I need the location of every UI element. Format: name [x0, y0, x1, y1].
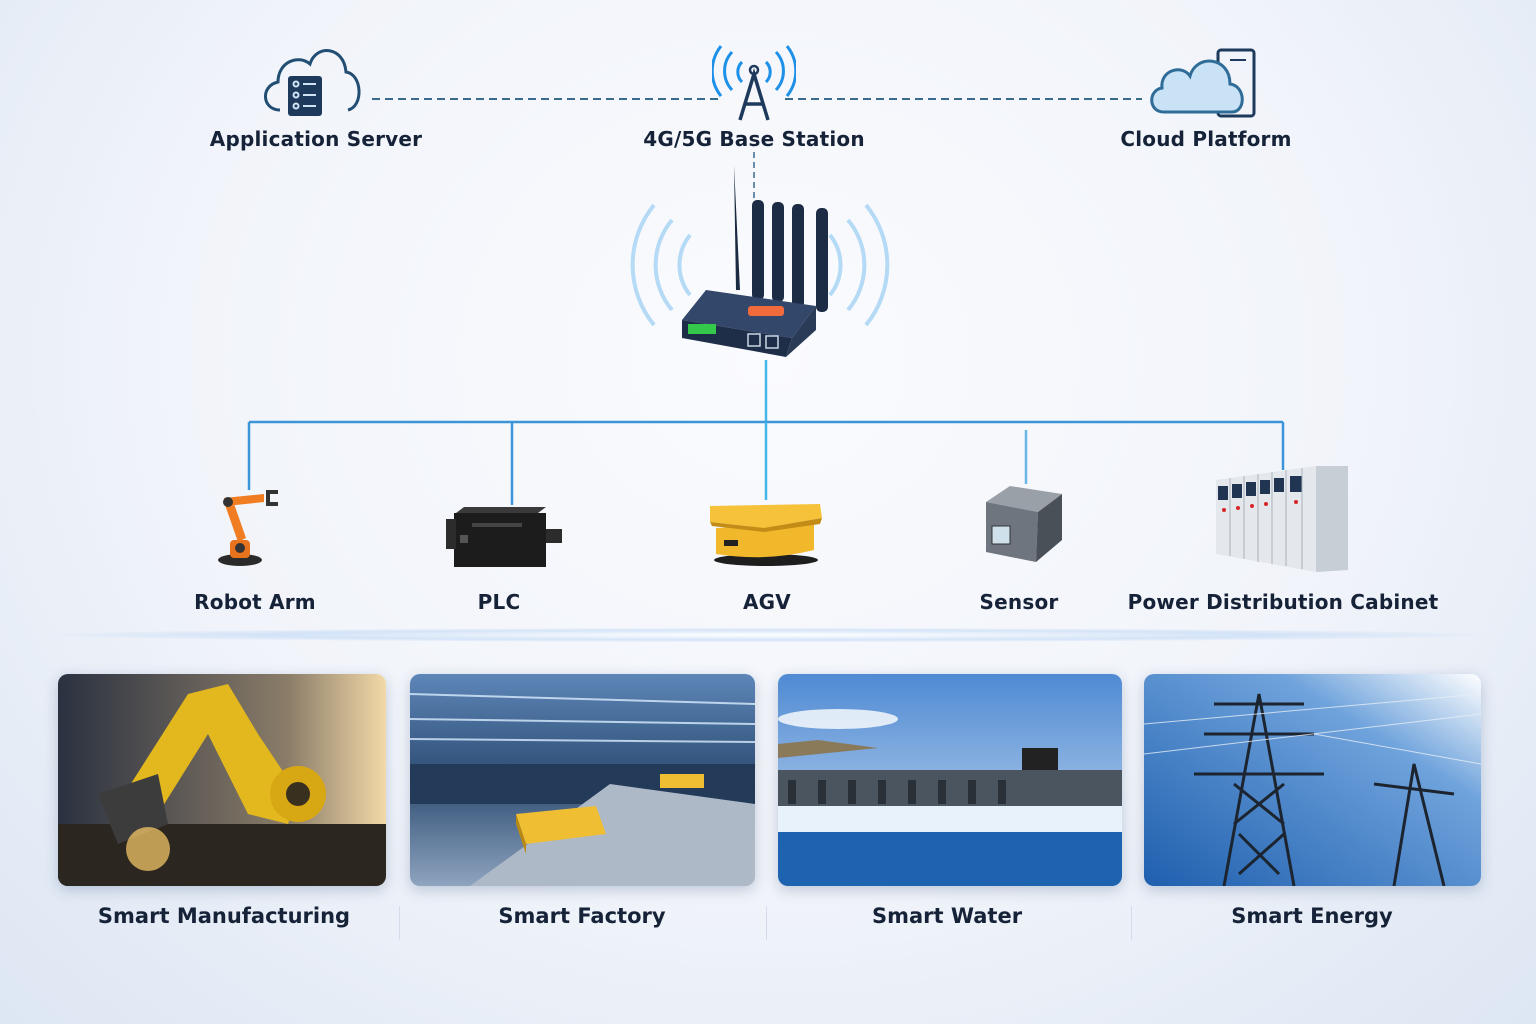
router-icon	[630, 165, 890, 357]
node-label: 4G/5G Base Station	[643, 127, 865, 151]
plc-icon	[446, 507, 562, 567]
smart-manufacturing-image	[58, 674, 386, 886]
device-label: Sensor	[979, 590, 1059, 614]
separator	[399, 906, 400, 940]
smart-energy-image	[1144, 674, 1481, 886]
cloud-server-icon	[264, 49, 361, 116]
node-label: Application Server	[209, 127, 423, 151]
smart-factory-image	[410, 674, 755, 886]
device-label: Robot Arm	[194, 590, 316, 614]
cell-tower-icon	[712, 45, 796, 121]
agv-icon	[710, 504, 822, 566]
device-label: Power Distribution Cabinet	[1127, 590, 1439, 614]
robot-arm-icon	[218, 490, 278, 566]
app-label: Smart Water	[871, 904, 1023, 928]
node-label: Cloud Platform	[1120, 127, 1292, 151]
app-label: Smart Energy	[1231, 904, 1393, 928]
smart-water-image	[778, 674, 1122, 886]
cloud-platform-icon	[1150, 48, 1256, 118]
separator	[1131, 906, 1132, 940]
app-label: Smart Factory	[498, 904, 666, 928]
app-label: Smart Manufacturing	[97, 904, 351, 928]
device-label: AGV	[743, 590, 791, 614]
divider-glow	[60, 628, 1476, 642]
cabinet-icon	[1216, 466, 1348, 572]
sensor-icon	[986, 486, 1062, 562]
separator	[766, 906, 767, 940]
device-label: PLC	[477, 590, 521, 614]
